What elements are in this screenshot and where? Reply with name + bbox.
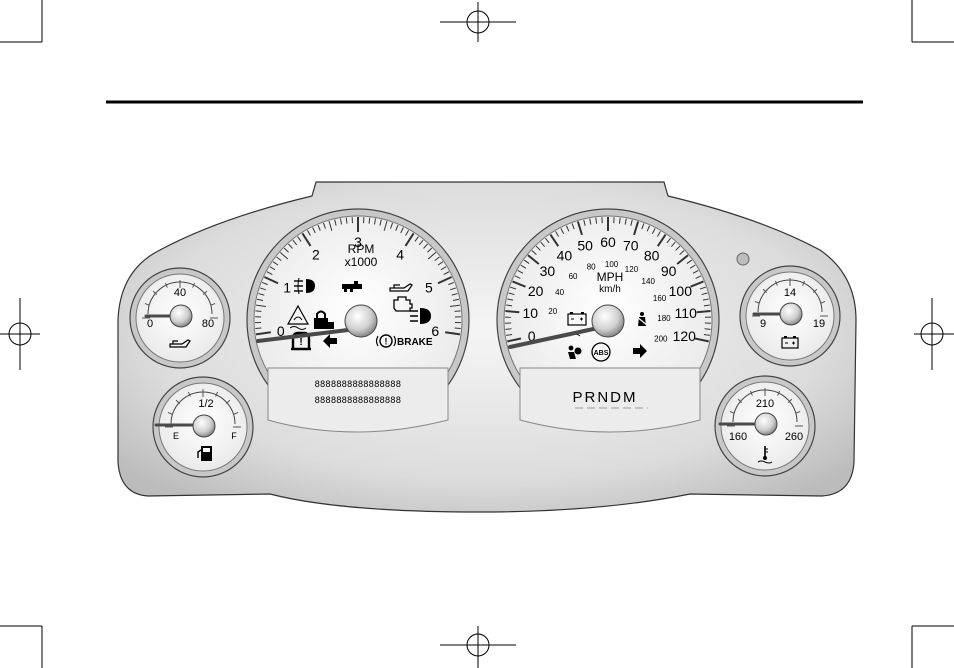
rpm-tick xyxy=(255,311,261,312)
speed-tick xyxy=(505,311,519,312)
svg-text:!: ! xyxy=(299,337,302,348)
kmh-tick-label: 40 xyxy=(555,288,564,297)
mph-tick-label: 100 xyxy=(669,283,693,299)
mph-tick-label: 120 xyxy=(673,328,697,344)
temp-min-label: 160 xyxy=(729,431,747,443)
kmh-tick-label: 100 xyxy=(605,260,619,269)
rpm-unit: x1000 xyxy=(345,255,378,269)
oil-min-label: 0 xyxy=(147,318,153,330)
kmh-tick-label: 200 xyxy=(654,335,668,344)
volt-min-label: 9 xyxy=(760,318,766,330)
oil-max-label: 80 xyxy=(202,318,214,330)
registration-mark-top xyxy=(440,2,516,42)
registration-mark-left xyxy=(0,298,40,370)
rpm-tick-label: 5 xyxy=(425,279,433,295)
fuel-empty-label: E xyxy=(173,431,179,441)
rpm-tick-label: 4 xyxy=(396,246,404,262)
rpm-title: RPM xyxy=(348,242,375,256)
kmh-tick-label: 20 xyxy=(548,307,557,316)
mph-tick-label: 60 xyxy=(600,234,616,250)
rpm-tick xyxy=(369,218,370,224)
rpm-tick-label: 1 xyxy=(283,279,291,295)
rpm-tick xyxy=(455,311,461,312)
speed-tick xyxy=(596,218,597,224)
volt-mid-label: 14 xyxy=(784,287,796,299)
kmh-tick-label: 120 xyxy=(625,265,639,274)
mph-tick-label: 90 xyxy=(661,263,677,279)
rpm-hub xyxy=(345,305,377,337)
registration-mark-right xyxy=(914,298,954,370)
kmh-tick-label: 180 xyxy=(657,314,671,323)
headlamp-icon xyxy=(410,308,431,324)
svg-text:!: ! xyxy=(385,337,388,347)
mph-unit: MPH xyxy=(597,270,624,284)
abs-label: ABS xyxy=(594,350,609,357)
kmh-tick-label: 160 xyxy=(653,294,667,303)
oil-mid-label: 40 xyxy=(174,287,186,299)
gear-display: PRNDM xyxy=(520,368,700,432)
rpm-tick xyxy=(346,218,347,224)
mph-tick-label: 110 xyxy=(675,305,698,321)
registration-mark-bottom xyxy=(440,626,516,668)
odometer-display: 8888888888888888 8888888888888888 xyxy=(268,368,448,432)
mph-tick-label: 10 xyxy=(523,305,539,321)
volt-max-label: 19 xyxy=(813,318,825,330)
mph-tick-label: 70 xyxy=(623,237,639,253)
kmh-tick-label: 140 xyxy=(642,277,656,286)
temp-mid-label: 210 xyxy=(756,398,774,410)
speed-tick xyxy=(697,311,711,312)
mph-tick-label: 30 xyxy=(540,263,556,279)
odometer-line-2: 8888888888888888 xyxy=(315,395,402,405)
speed-tick xyxy=(705,329,711,330)
mph-tick-label: 80 xyxy=(644,247,660,263)
speed-tick xyxy=(619,218,620,224)
kmh-tick-label: 60 xyxy=(569,272,578,281)
gear-indicator: PRNDM xyxy=(573,389,638,406)
kmh-unit: km/h xyxy=(599,284,621,295)
kmh-tick-label: 80 xyxy=(587,263,596,272)
fuel-mid-label: 1/2 xyxy=(198,398,213,410)
speed-tick xyxy=(505,329,511,330)
rpm-tick-label: 2 xyxy=(312,246,320,262)
mph-tick-label: 40 xyxy=(557,247,573,263)
mph-tick-label: 20 xyxy=(528,283,544,299)
odometer-line-1: 8888888888888888 xyxy=(315,379,402,389)
temp-max-label: 260 xyxy=(785,431,803,443)
fuel-full-label: F xyxy=(231,431,237,441)
mph-tick-label: 50 xyxy=(577,237,593,253)
speed-hub xyxy=(592,305,624,337)
indicator-lamp xyxy=(737,253,749,265)
brake-label: BRAKE xyxy=(397,337,433,348)
